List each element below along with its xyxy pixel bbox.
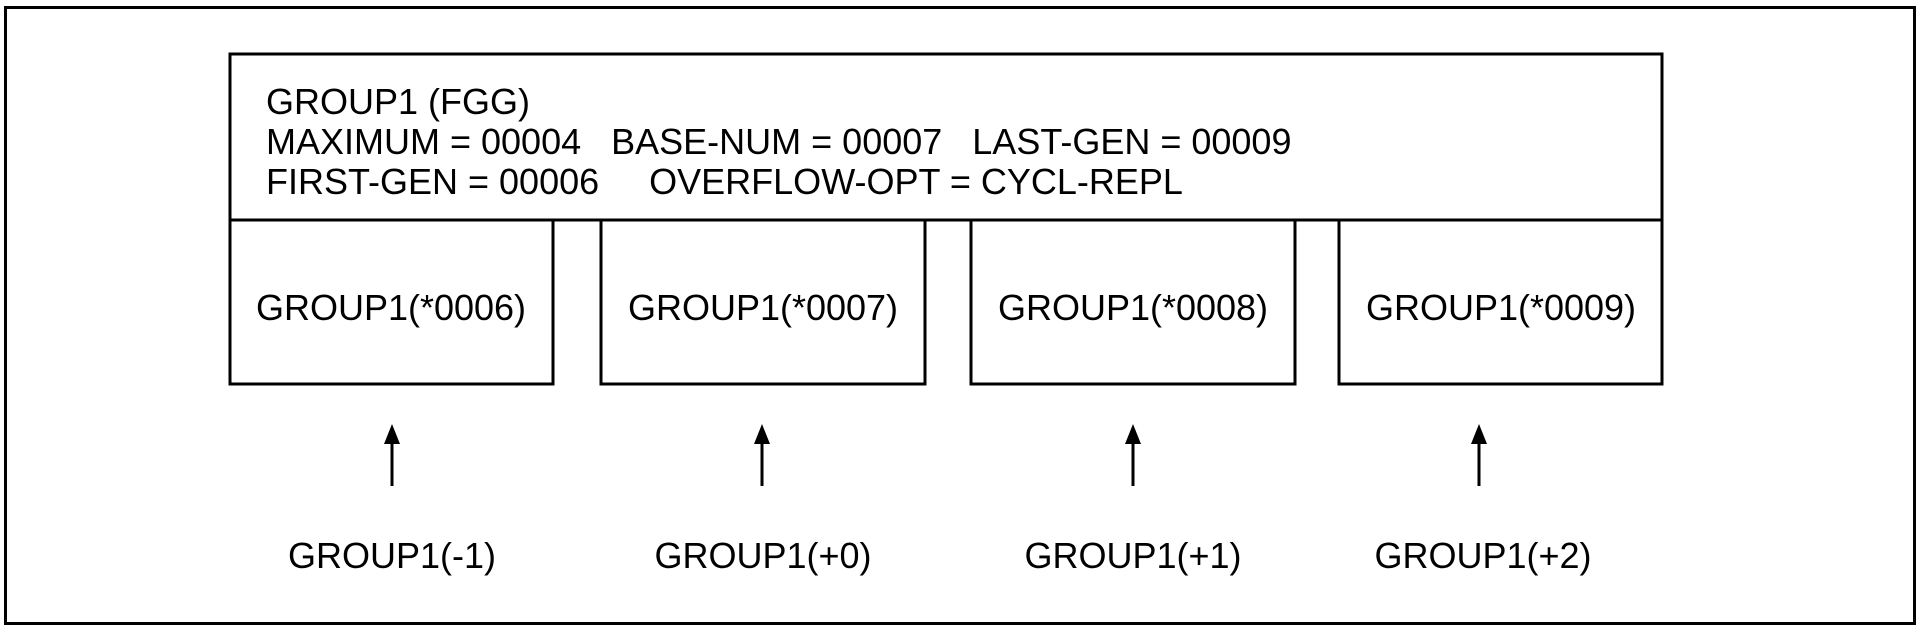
fgg-title: GROUP1 (FGG): [266, 81, 530, 122]
up-arrow-icon: [754, 424, 770, 486]
generation-box-1: GROUP1(*0006): [228, 220, 555, 386]
up-arrow-icon: [1471, 424, 1487, 486]
generation-name: GROUP1(*0009): [1366, 287, 1636, 328]
generation-name: GROUP1(*0007): [628, 287, 898, 328]
generation-box-3: GROUP1(*0008): [969, 220, 1297, 386]
fgg-catalog-line-1: MAXIMUM = 00004 BASE-NUM = 00007 LAST-GE…: [266, 121, 1291, 162]
relative-generation-label: GROUP1(+2): [1374, 535, 1591, 576]
diagram-frame: [4, 6, 1916, 625]
generation-box-2: GROUP1(*0007): [599, 220, 927, 386]
fgg-catalog-line-2: FIRST-GEN = 00006 OVERFLOW-OPT = CYCL-RE…: [266, 161, 1183, 202]
up-arrow-icon: [384, 424, 400, 486]
relative-generation-label: GROUP1(-1): [288, 535, 496, 576]
generation-name: GROUP1(*0006): [256, 287, 526, 328]
generation-box-4: GROUP1(*0009): [1337, 220, 1664, 386]
fgg-header-box: [228, 52, 1664, 222]
up-arrow-icon: [1125, 424, 1141, 486]
relative-generation-label: GROUP1(+1): [1024, 535, 1241, 576]
generation-name: GROUP1(*0008): [998, 287, 1268, 328]
relative-generation-label: GROUP1(+0): [654, 535, 871, 576]
